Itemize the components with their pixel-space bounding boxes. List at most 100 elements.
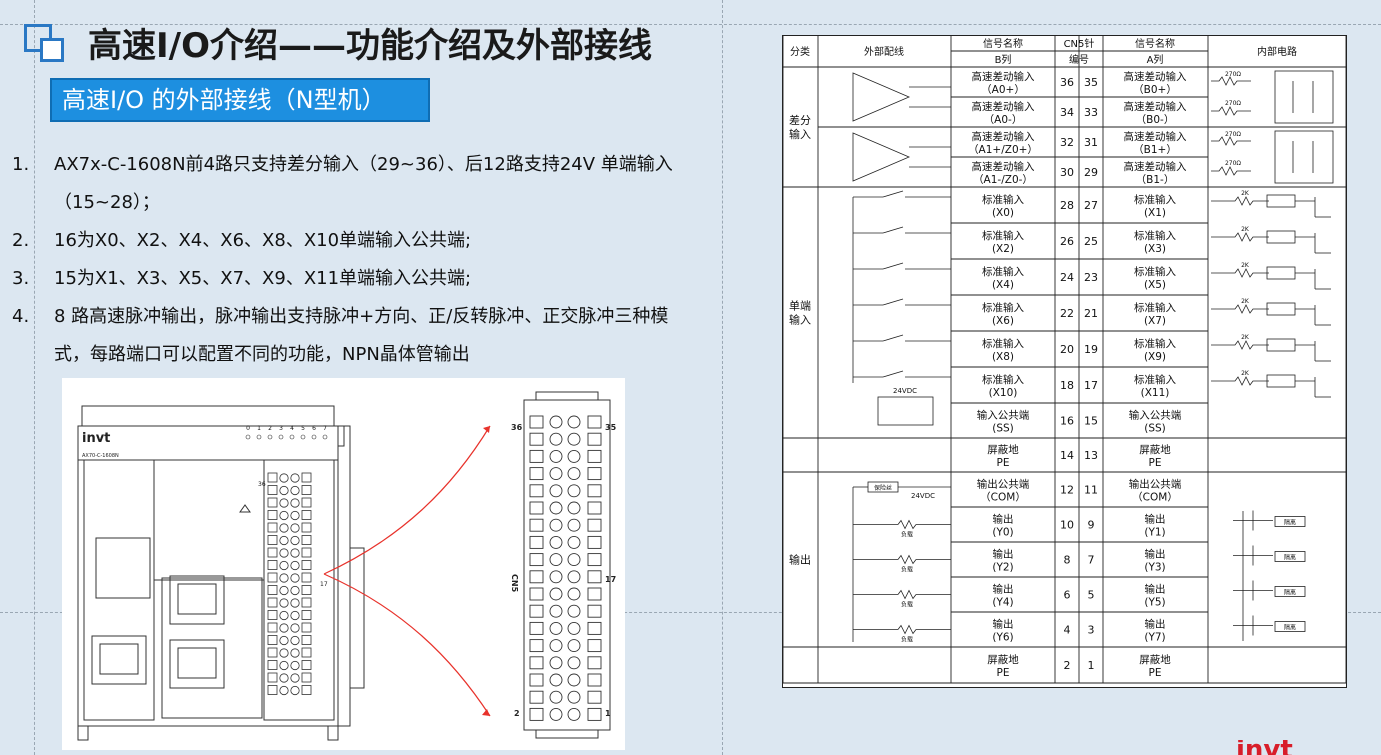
signal-a-name: 输出 (1145, 583, 1166, 596)
led-indicator (300, 434, 306, 440)
terminal-hole (567, 415, 581, 429)
header-signal-b-sub: B列 (995, 53, 1012, 66)
terminal-hole (290, 485, 300, 496)
resistor-symbol (1211, 76, 1251, 86)
pin-b: 14 (1060, 449, 1074, 462)
isolation-label: 隔离 (1284, 589, 1296, 597)
terminal-hole (567, 449, 581, 463)
terminal-hole (549, 501, 563, 515)
pin-b: 26 (1060, 235, 1074, 248)
terminal-screw (267, 660, 278, 670)
led-number: 3 (279, 425, 283, 432)
terminal-screw (529, 449, 544, 463)
terminal-hole (279, 573, 289, 583)
pin-a: 35 (1084, 76, 1098, 89)
pin-b: 10 (1060, 519, 1074, 532)
feature-text: 15为X1、X3、X5、X7、X9、X11单端输入公共端; (54, 268, 472, 289)
pin-b: 16 (1060, 415, 1074, 428)
terminal-screw (267, 485, 278, 495)
terminal-screw (587, 604, 602, 618)
feature-list: 1.AX7x-C-1608N前4路只支持差分输入（29~36）、后12路支持24… (12, 146, 702, 374)
pin-a: 25 (1084, 235, 1098, 248)
signal-a-name: 输出 (1145, 618, 1166, 631)
terminal-screw (587, 518, 602, 532)
terminal-hole (567, 535, 581, 549)
terminal-hole (567, 656, 581, 670)
optocoupler-box (1266, 230, 1296, 244)
led-indicator (245, 434, 251, 440)
resistor-label: 2K (1241, 226, 1250, 233)
isolation-label: 隔离 (1284, 519, 1296, 527)
terminal-hole (290, 610, 300, 621)
signal-b-code: (Y2) (992, 562, 1013, 574)
terminal-screw (587, 587, 602, 601)
signal-b-name: 标准输入 (982, 373, 1024, 386)
diff-buffer-symbol (852, 72, 911, 122)
resistor-label: 270Ω (1225, 71, 1241, 78)
terminal-screw (301, 622, 312, 633)
pin-a: 33 (1084, 106, 1098, 119)
terminal-hole (549, 707, 563, 721)
signal-b-code: (X2) (992, 243, 1014, 255)
signal-b-name: 标准输入 (982, 337, 1024, 350)
terminal-hole (290, 623, 300, 633)
feature-item: 2.16为X0、X2、X4、X6、X8、X10单端输入公共端; (12, 222, 702, 260)
terminal-hole (290, 548, 300, 558)
plc-pin-label: 36 (258, 481, 266, 488)
terminal-screw (267, 522, 278, 533)
pin-b: 32 (1060, 136, 1074, 149)
terminal-screw (587, 535, 602, 549)
signal-b-code: PE (997, 457, 1010, 469)
external-wiring (852, 72, 951, 642)
terminal-hole (290, 673, 300, 683)
optocoupler-box (1266, 302, 1296, 316)
signal-b-code: (X10) (989, 387, 1018, 399)
dc-voltage-label: 24VDC (893, 387, 917, 395)
terminal-screw (587, 415, 602, 429)
signal-a-name: 输出公共端 (1129, 478, 1182, 491)
pin-a: 27 (1084, 199, 1098, 212)
signal-a-name: 输出 (1145, 548, 1166, 561)
led-indicator (256, 434, 262, 440)
signal-b-name: 高速差动输入 (972, 100, 1035, 113)
header-cn5-sub: 编号 (1069, 53, 1089, 66)
signal-b-name: 输入公共端 (977, 409, 1030, 422)
pin-b: 18 (1060, 379, 1074, 392)
optocoupler-box (1274, 70, 1334, 124)
signal-a-name: 高速差动输入 (1124, 70, 1187, 83)
dc-source-box (877, 396, 934, 426)
signal-a-code: （B0-） (1136, 114, 1175, 126)
guide-line (34, 0, 35, 755)
resistor-symbol (1211, 136, 1251, 146)
pin-a: 13 (1084, 449, 1098, 462)
signal-b-name: 标准输入 (982, 301, 1024, 314)
terminal-screw (587, 484, 602, 498)
pin-b: 34 (1060, 106, 1074, 119)
feature-item: 3. 15为X1、X3、X5、X7、X9、X11单端输入公共端; (12, 260, 702, 298)
signal-b-name: 标准输入 (982, 193, 1024, 206)
terminal-screw (587, 467, 602, 481)
terminal-hole (279, 485, 289, 496)
terminal-hole (549, 604, 563, 618)
pin-b: 24 (1060, 271, 1074, 284)
table-grid (782, 36, 1347, 684)
terminal-hole (290, 685, 300, 696)
terminal-screw (267, 560, 278, 570)
terminal-hole (549, 639, 563, 653)
pin-a: 17 (1084, 379, 1098, 392)
terminal-hole (549, 690, 563, 704)
pin-a: 9 (1088, 519, 1095, 532)
terminal-hole (549, 553, 563, 567)
terminal-hole (279, 610, 289, 621)
signal-a-code: (X3) (1144, 243, 1166, 255)
terminal-hole (279, 523, 289, 533)
feature-number: 3. (12, 268, 30, 289)
resistor-label: 270Ω (1225, 131, 1241, 138)
signal-b-name: 高速差动输入 (972, 70, 1035, 83)
group-label-diff: 输入 (789, 127, 811, 141)
isolation-label: 隔离 (1284, 554, 1296, 562)
terminal-hole (567, 690, 581, 704)
led-number: 4 (290, 425, 294, 432)
terminal-hole (567, 604, 581, 618)
